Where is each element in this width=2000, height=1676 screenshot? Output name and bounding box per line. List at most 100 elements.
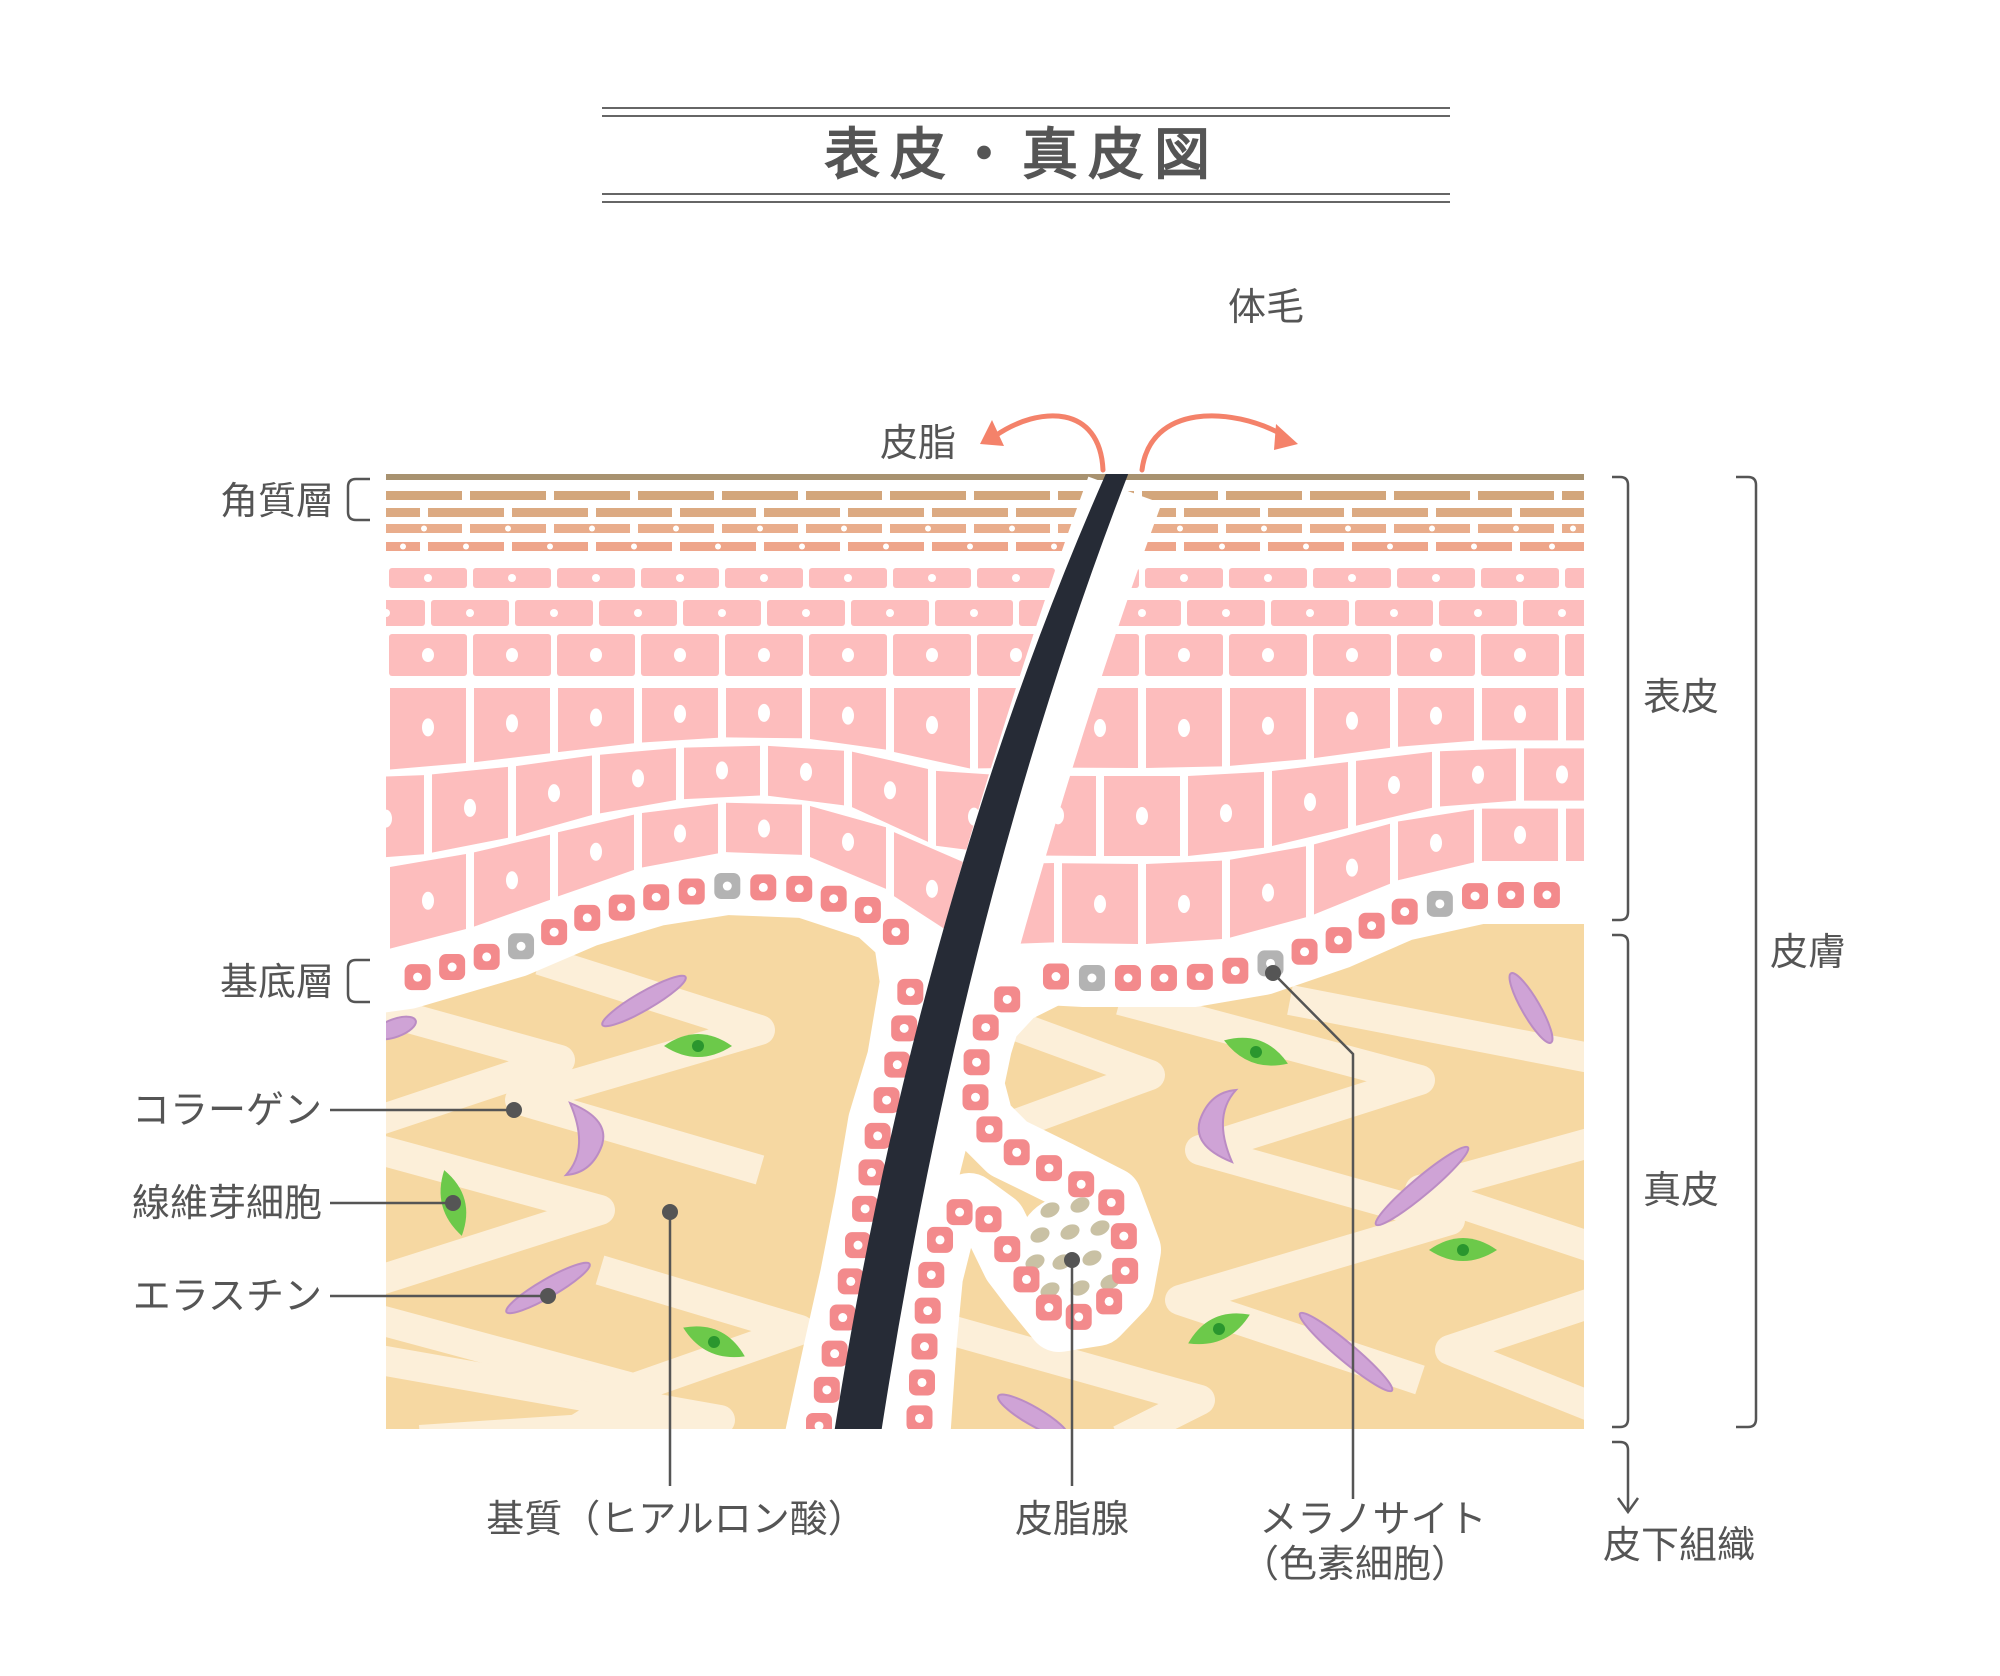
cell-nucleus [984, 1214, 994, 1224]
cell-nucleus [674, 704, 686, 723]
label-collagen: コラーゲン [132, 1088, 322, 1132]
cell-nucleus [853, 1240, 863, 1250]
basal-cell [574, 904, 601, 931]
basal-cell [1096, 1288, 1123, 1315]
cell-nucleus [482, 952, 492, 962]
cell-nucleus [972, 1057, 982, 1067]
cell-nucleus [1558, 609, 1566, 617]
basal-cell [750, 874, 777, 901]
cell-nucleus [842, 648, 854, 662]
keratinocyte [306, 868, 382, 950]
basal-cell [1291, 938, 1318, 965]
cell-nucleus [1010, 648, 1022, 662]
fibroblast-nucleus [1457, 1244, 1469, 1256]
sebum-granule [1082, 1250, 1102, 1266]
cell-nucleus [1556, 765, 1568, 784]
basal-cell [1112, 1257, 1139, 1284]
corneocyte [428, 508, 504, 517]
basal-cell [541, 919, 568, 946]
sebum-granule [1030, 1227, 1050, 1243]
basal-cell [1391, 898, 1418, 925]
leader-melanocyte [1272, 972, 1355, 1499]
cell-nucleus [758, 648, 770, 662]
elastin-fiber [601, 974, 687, 1028]
cell-nucleus [1345, 525, 1351, 532]
corneocyte [932, 508, 1008, 517]
cell-nucleus [1262, 648, 1274, 662]
cell-nucleus [917, 1377, 927, 1387]
basal-cell [1013, 1266, 1040, 1293]
basal-cell [962, 1084, 989, 1111]
cell-nucleus [421, 525, 427, 532]
basal-cell [994, 986, 1021, 1013]
corneocyte [1184, 508, 1260, 517]
cell-nucleus [338, 648, 350, 662]
melanocyte [508, 933, 535, 960]
cell-nucleus [860, 1204, 870, 1214]
cell-nucleus [550, 609, 558, 617]
cell-nucleus [687, 887, 697, 897]
cell-nucleus [1012, 574, 1020, 582]
cell-nucleus [386, 609, 390, 617]
cell-nucleus [547, 543, 553, 550]
fibroblast-nucleus [692, 1040, 704, 1052]
corneocyte [386, 508, 420, 517]
cell-nucleus [984, 1124, 994, 1134]
corneocyte [386, 491, 462, 500]
corneocyte [470, 491, 546, 500]
cell-nucleus [1303, 543, 1309, 550]
basal-cell [852, 1195, 879, 1222]
cell-nucleus [842, 706, 854, 725]
corneocyte [1394, 491, 1470, 500]
cell-nucleus [1304, 792, 1316, 811]
corneocyte [722, 491, 798, 500]
cell-nucleus [1051, 543, 1057, 550]
cell-nucleus [338, 720, 350, 738]
cell-nucleus [883, 543, 889, 550]
skin-surface-line [386, 474, 1584, 480]
cell-nucleus [892, 1060, 902, 1070]
cell-nucleus [422, 648, 434, 662]
cell-nucleus [1230, 966, 1240, 976]
basal-cell [873, 1087, 900, 1114]
label-elastin: エラスチン [133, 1274, 322, 1318]
hair-shaft [834, 474, 1129, 1429]
cell-nucleus [970, 609, 978, 617]
cell-nucleus [634, 609, 642, 617]
basal-cell [1497, 882, 1524, 908]
cell-nucleus [1346, 711, 1358, 730]
basal-cell [884, 1051, 911, 1078]
cell-nucleus [863, 905, 873, 915]
cell-nucleus [1076, 1179, 1086, 1189]
basal-cell [1325, 927, 1352, 954]
cell-nucleus [716, 761, 728, 780]
cell-nucleus [884, 781, 896, 800]
cell-nucleus [1222, 609, 1230, 617]
arrowhead-icon [980, 420, 1004, 446]
cell-nucleus [505, 525, 511, 532]
pointer-dot [1265, 965, 1281, 981]
elastin-fiber [997, 1393, 1069, 1429]
cell-nucleus [1387, 543, 1393, 550]
basal-cell [473, 943, 500, 970]
cell-nucleus [1219, 543, 1225, 550]
cell-nucleus [447, 962, 457, 972]
cell-nucleus [722, 881, 732, 891]
cell-nucleus [926, 879, 938, 898]
cell-nucleus [758, 819, 770, 838]
cell-nucleus [829, 894, 839, 904]
label-dermis: 真皮 [1643, 1168, 1719, 1212]
basal-cell [976, 1116, 1003, 1143]
cell-nucleus [882, 1095, 892, 1105]
corneocyte [764, 508, 840, 517]
cell-nucleus [1388, 775, 1400, 794]
cell-nucleus [589, 525, 595, 532]
fibroblast [664, 1034, 732, 1057]
cell-nucleus [340, 574, 348, 582]
cell-nucleus [926, 715, 938, 734]
basal-cell [1035, 1294, 1062, 1321]
elastin-fiber [1374, 1145, 1470, 1227]
cell-nucleus [1220, 804, 1232, 823]
corneocyte [974, 491, 1050, 500]
basal-cell [1186, 963, 1213, 990]
